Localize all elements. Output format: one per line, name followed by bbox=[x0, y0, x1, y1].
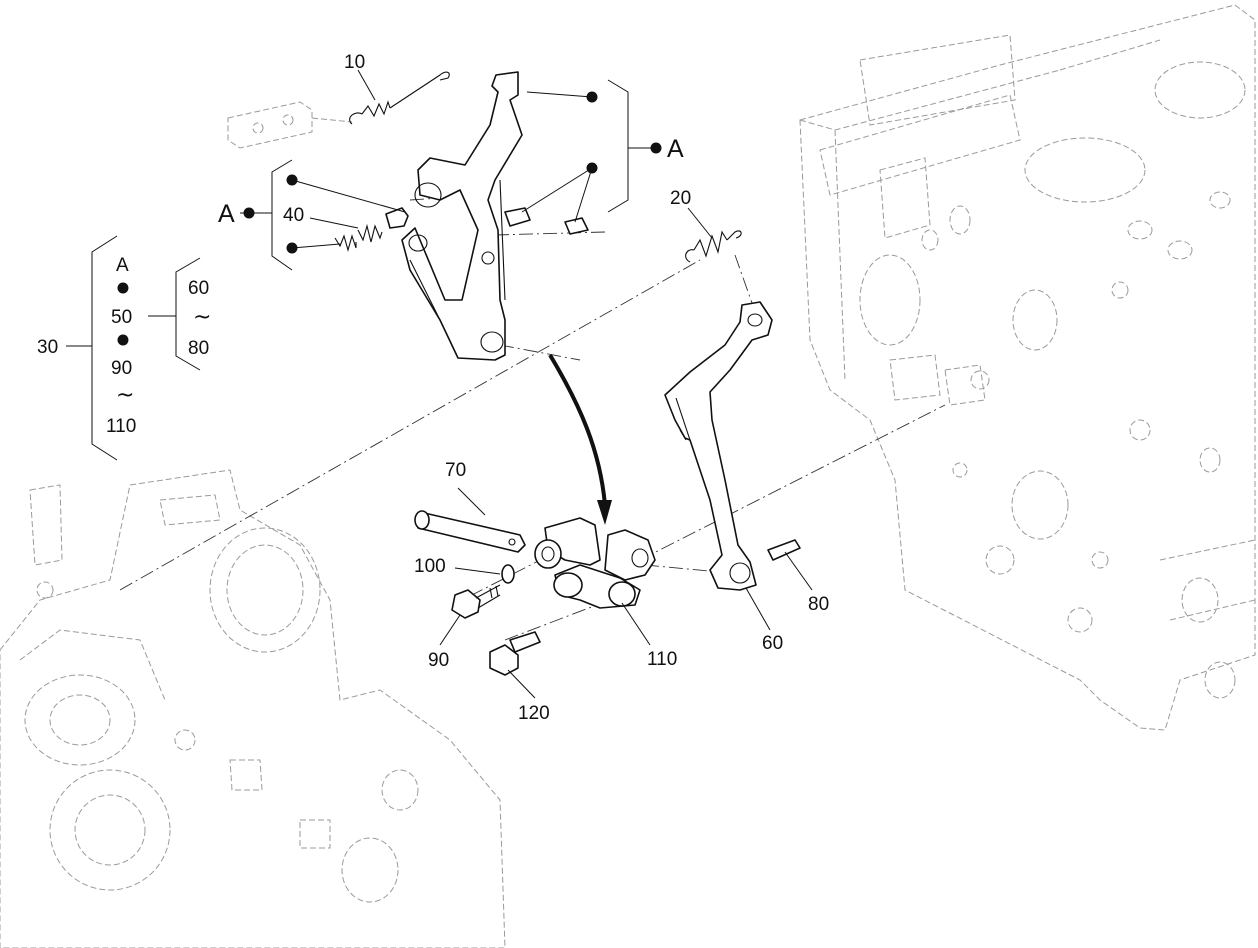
callout-30: 30 bbox=[37, 337, 58, 358]
lever-60 bbox=[664, 301, 773, 591]
group-30-tilde: ~ bbox=[116, 383, 134, 408]
bolt-120 bbox=[489, 631, 541, 676]
group-a-left-label: A bbox=[218, 200, 235, 228]
callout-40: 40 bbox=[283, 205, 304, 226]
callout-60: 60 bbox=[762, 633, 783, 654]
callout-20: 20 bbox=[670, 188, 691, 209]
range-tilde: ~ bbox=[193, 305, 211, 330]
upper-lever bbox=[401, 71, 523, 361]
group-a-right-label: A bbox=[667, 135, 684, 163]
callout-80: 80 bbox=[808, 594, 829, 615]
engine-block-ghost bbox=[799, 4, 1256, 731]
spring-10 bbox=[349, 71, 450, 125]
spring-20 bbox=[685, 230, 742, 263]
group-30-line-50: 50 bbox=[111, 307, 132, 328]
bolt-90 bbox=[451, 584, 501, 619]
rod-80 bbox=[767, 539, 801, 561]
leaders bbox=[66, 69, 813, 699]
springs-40 bbox=[334, 207, 589, 253]
callout-10: 10 bbox=[344, 52, 365, 73]
center-lines bbox=[119, 197, 946, 641]
callout-90: 90 bbox=[428, 650, 449, 671]
group-30-line-90: 90 bbox=[111, 358, 132, 379]
range-from-label: 60 bbox=[188, 278, 209, 299]
bracket-ghost bbox=[227, 101, 353, 149]
callout-120: 120 bbox=[518, 703, 550, 724]
callout-100: 100 bbox=[414, 556, 446, 577]
callout-70: 70 bbox=[445, 460, 466, 481]
gear-housing-ghost bbox=[0, 469, 506, 948]
labels: 10 20 40 70 100 90 110 60 80 120 30 A A … bbox=[37, 52, 829, 724]
pin-70 bbox=[414, 510, 526, 553]
washer-100 bbox=[501, 564, 515, 584]
assembly-arrow bbox=[548, 353, 612, 525]
range-to-label: 80 bbox=[188, 338, 209, 359]
group-30-line-110: 110 bbox=[106, 416, 136, 437]
callout-110: 110 bbox=[647, 649, 677, 670]
braces bbox=[91, 79, 629, 461]
linkage-110 bbox=[534, 517, 656, 609]
dots bbox=[117, 91, 662, 346]
group-30-line-a: A bbox=[116, 255, 129, 276]
